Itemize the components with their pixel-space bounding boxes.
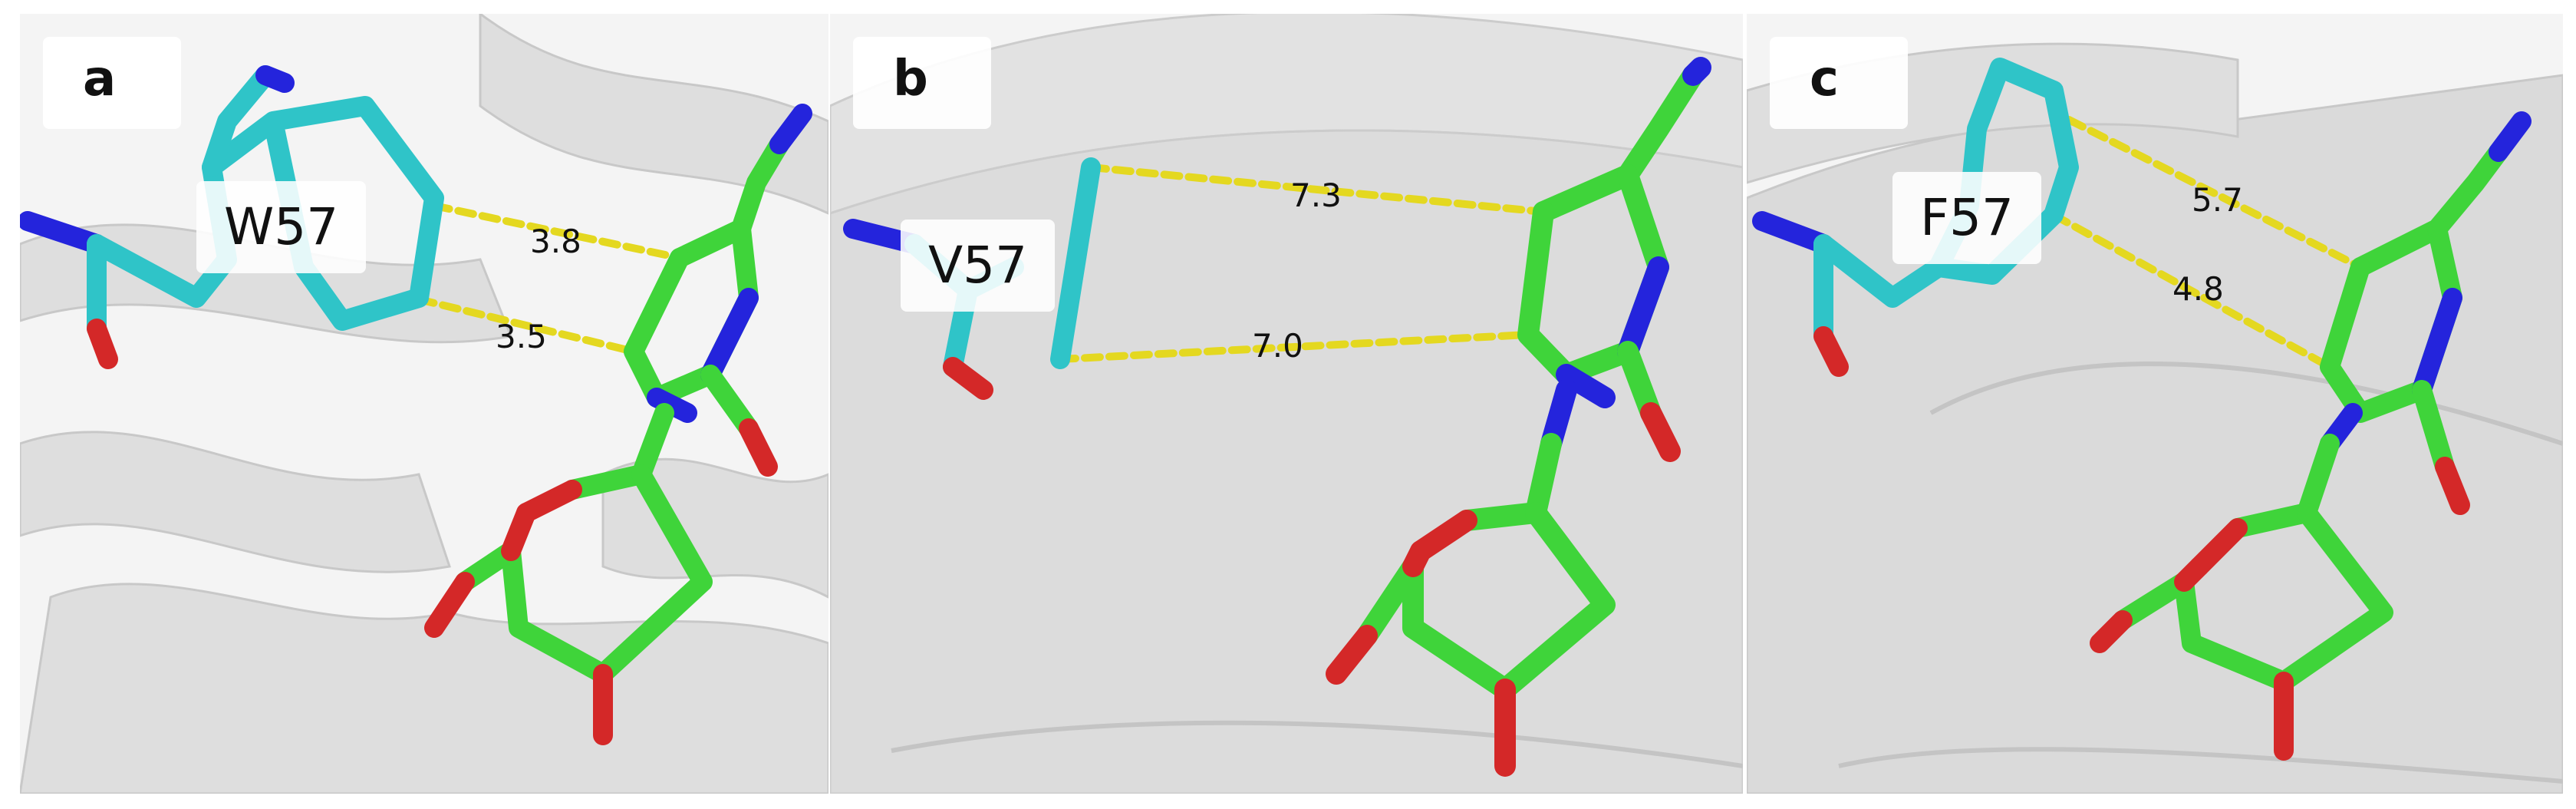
panel-a-structure [20,14,828,794]
panel-letter: c [1810,51,1839,107]
panel-letter: a [83,51,117,107]
distance-lines [2050,116,2364,371]
panel-letter: b [893,51,928,107]
protein-cartoon [830,14,1743,794]
residue-label: V57 [901,220,1056,312]
panel-letter-box: c [1770,37,1908,129]
distance-label-upper: 7.3 [1290,177,1342,214]
distance-label-lower: 4.8 [2172,270,2224,308]
distance-label-upper: 5.7 [2192,181,2243,219]
residue-label: W57 [196,181,367,273]
panel-b: b V57 7.3 7.0 [830,14,1743,794]
residue-label: F57 [1892,172,2041,264]
distance-label-lower: 3.5 [496,318,547,355]
distance-label-upper: 3.8 [530,223,581,260]
ligand-nucleoside [2090,111,2532,761]
panel-a: a W57 3.8 3.5 [20,14,828,794]
panel-letter-box: b [853,37,991,129]
protein-cartoon [20,14,828,794]
ligand-nucleoside [1326,57,1711,777]
panel-c-structure [1747,42,2563,794]
panel-b-structure [830,14,1743,794]
ligand-nucleoside [424,104,812,745]
panel-c: c F57 5.7 4.8 [1747,14,2563,794]
panel-letter-box: a [43,37,181,129]
distance-label-lower: 7.0 [1252,327,1303,365]
distance-lines [1056,163,1547,363]
distance-lines [415,202,684,355]
